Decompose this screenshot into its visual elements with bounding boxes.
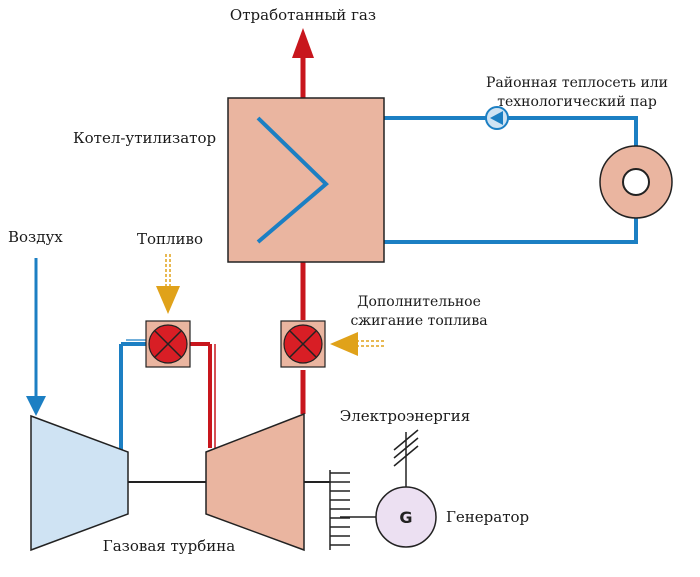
exhaust-arrow-icon — [292, 28, 314, 58]
air-inlet-arrow — [26, 258, 46, 416]
fuel-label: Топливо — [137, 230, 203, 248]
fuel-arrow — [156, 254, 180, 314]
air-arrow-icon — [26, 396, 46, 416]
combustor-valve-icon — [145, 320, 191, 368]
boiler-coil — [256, 116, 329, 244]
exhaust-label: Отработанный газ — [230, 6, 376, 24]
supplementary-fuel-arrow — [330, 332, 384, 356]
gas-turbine — [205, 412, 305, 552]
compressed-air-path — [119, 339, 146, 452]
compressor — [30, 414, 129, 552]
air-label: Воздух — [8, 228, 63, 246]
turbine-label: Газовая турбина — [103, 537, 235, 555]
boiler-label: Котел-утилизатор — [73, 129, 216, 147]
electricity-label: Электроэнергия — [340, 407, 470, 425]
heat-consumer-icon — [599, 145, 673, 219]
supplementary-label-line2: сжигание топлива — [350, 313, 487, 329]
network-label-line2: технологический пар — [497, 94, 657, 110]
electricity-output-icon — [393, 429, 419, 487]
heat-recovery-boiler — [227, 97, 385, 263]
supplementary-burner-valve-icon — [280, 320, 326, 368]
generator-letter: G — [399, 508, 412, 527]
coupling-icon — [329, 470, 376, 550]
exhaust-gas-path — [190, 28, 314, 448]
generator-label: Генератор — [446, 508, 529, 526]
network-label-line1: Районная теплосеть или — [486, 75, 668, 91]
pump-icon — [485, 106, 509, 130]
supplementary-label-line1: Дополнительное — [357, 294, 481, 310]
supplementary-fuel-arrow-icon — [330, 332, 358, 356]
fuel-arrow-icon — [156, 286, 180, 314]
generator: G — [375, 486, 437, 548]
